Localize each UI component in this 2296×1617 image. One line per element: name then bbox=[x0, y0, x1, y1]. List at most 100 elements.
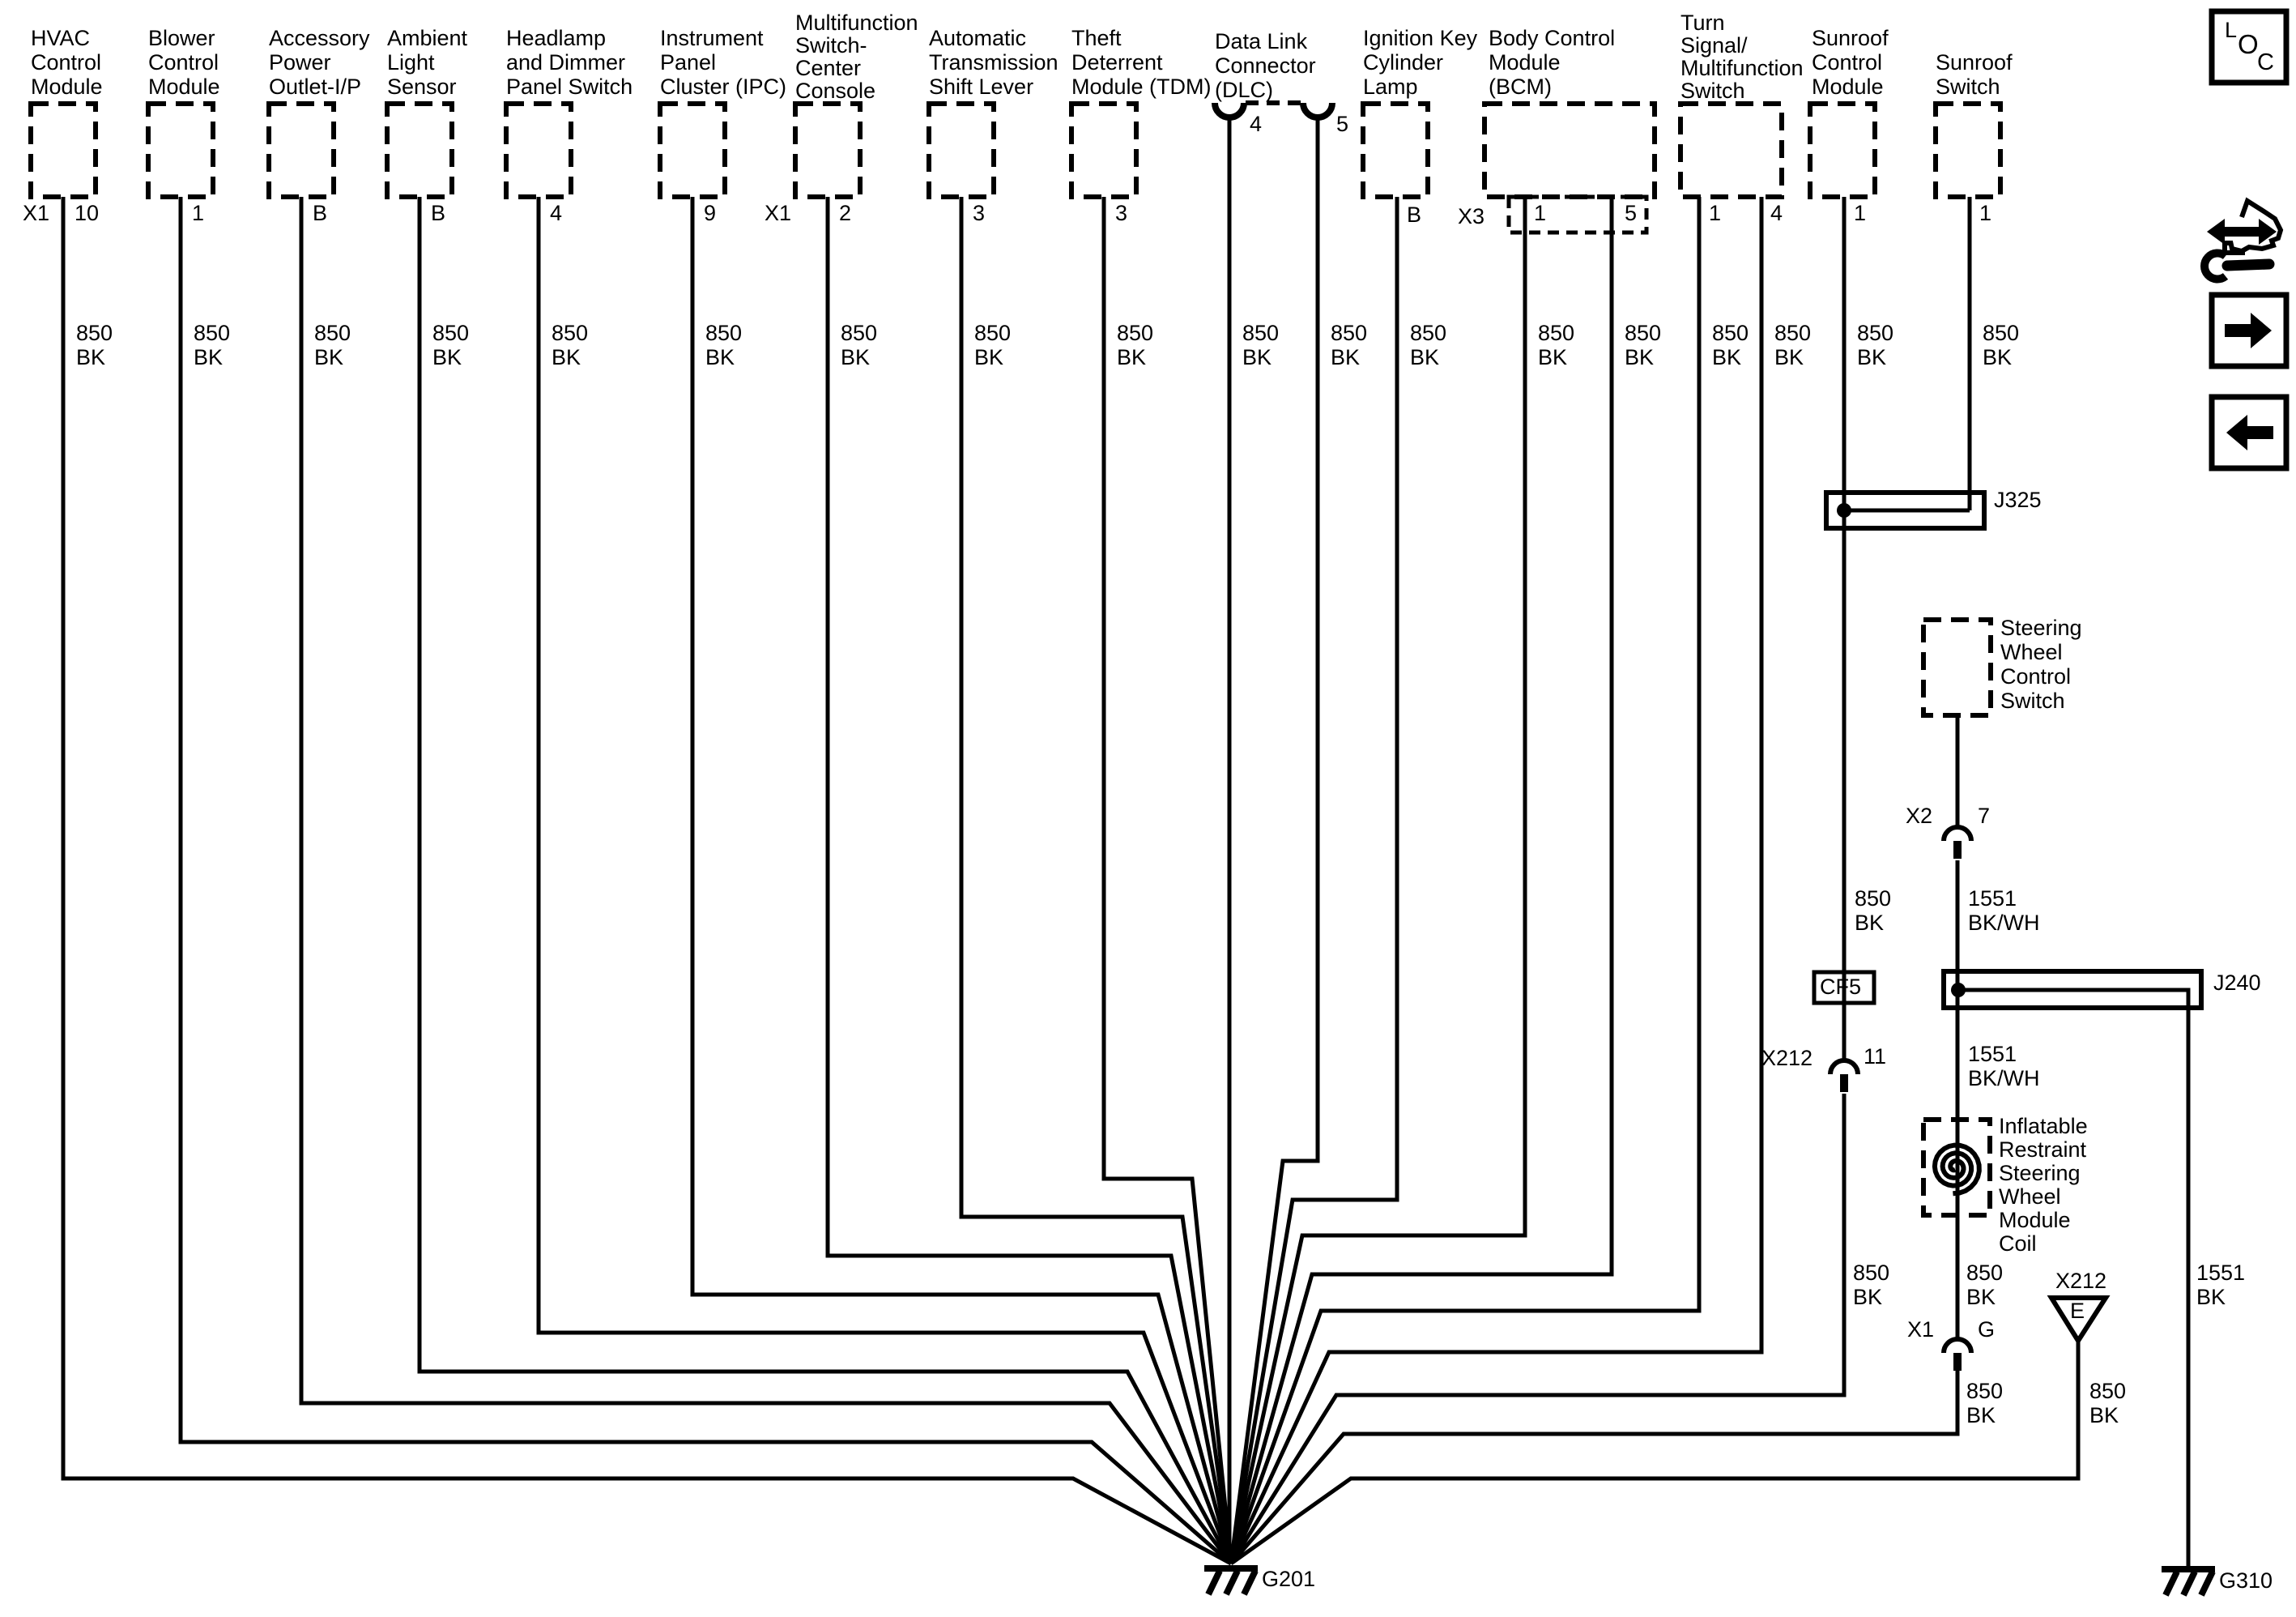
wire-label-ts4: 850 BK bbox=[1774, 321, 1812, 369]
headlamp-switch-box bbox=[504, 101, 573, 199]
pin-mfs: 2 bbox=[839, 201, 852, 225]
wire-label-dlc5: 850 BK bbox=[1331, 321, 1368, 369]
wire-tdm bbox=[1101, 197, 1233, 1564]
pin-hvac: 10 bbox=[75, 201, 100, 225]
loc-letter-c: C bbox=[2257, 49, 2274, 75]
turn-signal-box bbox=[1678, 101, 1784, 199]
wire-label-coil-lower: 850 BK bbox=[1966, 1379, 2004, 1427]
connector-x212-label: X212 bbox=[1761, 1046, 1813, 1070]
shift-lever-box bbox=[926, 101, 996, 199]
wire-label-headlamp: 850 BK bbox=[552, 321, 589, 369]
pin-x1-g: G bbox=[1978, 1317, 1996, 1342]
wire-label-swcs-upper: 1551 BK/WH bbox=[1968, 886, 2040, 935]
ipc-label: Instrument Panel Cluster (IPC) bbox=[660, 26, 787, 99]
pin-accessory: B bbox=[313, 201, 328, 225]
back-arrow-icon bbox=[2226, 415, 2273, 450]
service-info-icon-wrench-head bbox=[2200, 249, 2229, 284]
wire-label-tdm: 850 BK bbox=[1117, 321, 1154, 369]
pin-blower: 1 bbox=[192, 201, 205, 225]
connector-x212e-label: X212 bbox=[2055, 1269, 2107, 1293]
ground-g310-icon-hatch bbox=[2180, 1570, 2198, 1597]
forward-arrow-icon bbox=[2225, 313, 2272, 348]
pin-sunroof-switch: 1 bbox=[1979, 201, 1992, 225]
pin-ts-1: 1 bbox=[1709, 201, 1722, 225]
nav-forward-box bbox=[2209, 292, 2290, 369]
wire-label-ambient: 850 BK bbox=[432, 321, 470, 369]
connector-x2-label: X2 bbox=[1906, 804, 1933, 828]
wire-coil-lower bbox=[1229, 1371, 1960, 1565]
connector-x212-11-icon-stub bbox=[1840, 1074, 1848, 1092]
wire-ipc bbox=[690, 197, 1233, 1564]
dlc-terminal-5-icon bbox=[1300, 102, 1335, 121]
pin-x212-e: E bbox=[2070, 1299, 2085, 1323]
wire-label-blower: 850 BK bbox=[194, 321, 231, 369]
wire-label-accessory: 850 BK bbox=[314, 321, 351, 369]
wire-label-ignition: 850 BK bbox=[1410, 321, 1447, 369]
loc-box bbox=[2209, 8, 2290, 86]
ground-g310-icon-hatch bbox=[2162, 1570, 2180, 1597]
bcm-label: Body Control Module (BCM) bbox=[1489, 26, 1616, 99]
shift-lever-label: Automatic Transmission Shift Lever bbox=[929, 26, 1059, 99]
wire-label-cf5-line-upper: 850 BK bbox=[1855, 886, 1892, 935]
service-info-icon-outline bbox=[2228, 197, 2284, 254]
connector-x1-g-icon bbox=[1941, 1337, 1974, 1354]
blower-module-box bbox=[146, 101, 215, 199]
splice-j240-box bbox=[1941, 969, 2204, 1010]
fuse-cf5-label: CF5 bbox=[1820, 975, 1862, 999]
accessory-outlet-label: Accessory Power Outlet-I/P bbox=[269, 26, 370, 99]
dlc-label: Data Link Connector (DLC) bbox=[1215, 29, 1316, 102]
service-info-icon-wrench-handle bbox=[2221, 258, 2275, 271]
tdm-box bbox=[1069, 101, 1139, 199]
wire-j240-to-g310 bbox=[1958, 988, 2191, 1568]
multifunction-console-label: Multifunction Switch- Center Console bbox=[795, 11, 918, 103]
pin-ignition: B bbox=[1407, 203, 1422, 227]
wire-ts1 bbox=[1229, 197, 1702, 1564]
pin-ambient: B bbox=[431, 201, 446, 225]
wire-label-ats: 850 BK bbox=[974, 321, 1012, 369]
steering-wheel-switch-box bbox=[1921, 617, 1993, 718]
wire-ignition bbox=[1229, 197, 1399, 1564]
wire-label-bcm5: 850 BK bbox=[1625, 321, 1662, 369]
wire-blower bbox=[178, 197, 1233, 1565]
headlamp-switch-label: Headlamp and Dimmer Panel Switch bbox=[506, 26, 633, 99]
hvac-module-box bbox=[28, 101, 98, 199]
connector-x212-11-icon bbox=[1828, 1058, 1860, 1075]
wire-mfs bbox=[825, 197, 1233, 1564]
ambient-sensor-box bbox=[385, 101, 454, 199]
sunroof-switch-box bbox=[1933, 101, 2003, 199]
wire-label-cf5-line-lower: 850 BK bbox=[1853, 1261, 1890, 1309]
wire-x212e bbox=[1229, 1341, 2081, 1566]
pin-ats: 3 bbox=[973, 201, 986, 225]
turn-signal-label: Turn Signal/ Multifunction Switch bbox=[1680, 11, 1804, 103]
wire-label-hvac: 850 BK bbox=[76, 321, 113, 369]
multifunction-console-box bbox=[793, 101, 863, 199]
splice-j325-label: J325 bbox=[1994, 488, 2042, 512]
service-info-icon-bracket bbox=[2222, 241, 2245, 255]
wire-label-g310: 1551 BK bbox=[2196, 1261, 2246, 1309]
wire-ambient bbox=[417, 197, 1233, 1565]
ipc-box bbox=[658, 101, 727, 199]
steering-wheel-switch-label: Steering Wheel Control Switch bbox=[2000, 616, 2082, 713]
pin-x2-7: 7 bbox=[1978, 804, 1991, 828]
dlc-terminal-4-icon bbox=[1212, 102, 1247, 121]
wire-label-x212e: 850 BK bbox=[2089, 1379, 2127, 1427]
ground-g201-icon-hatch bbox=[1223, 1569, 1241, 1596]
ground-g201-label: G201 bbox=[1262, 1567, 1316, 1591]
pin-bcm-connector: X3 bbox=[1458, 204, 1485, 228]
sunroof-module-box bbox=[1808, 101, 1877, 199]
bcm-x3-connector-box bbox=[1506, 194, 1649, 235]
wire-label-coil-upper: 850 BK bbox=[1966, 1261, 2004, 1309]
splice-j240-label: J240 bbox=[2213, 971, 2261, 995]
wire-accessory bbox=[299, 197, 1233, 1565]
sunroof-module-label: Sunroof Control Module bbox=[1812, 26, 1889, 99]
pin-sunroof-module: 1 bbox=[1854, 201, 1867, 225]
ground-g310-label: G310 bbox=[2219, 1568, 2273, 1593]
connector-x212-e-icon bbox=[2047, 1295, 2111, 1346]
ignition-lamp-box bbox=[1361, 101, 1430, 199]
service-info-icon-arrows bbox=[2207, 219, 2277, 245]
pin-dlc-5: 5 bbox=[1336, 112, 1349, 136]
connector-x2-7-icon-stub bbox=[1953, 841, 1962, 859]
tdm-label: Theft Deterrent Module (TDM) bbox=[1071, 26, 1212, 99]
